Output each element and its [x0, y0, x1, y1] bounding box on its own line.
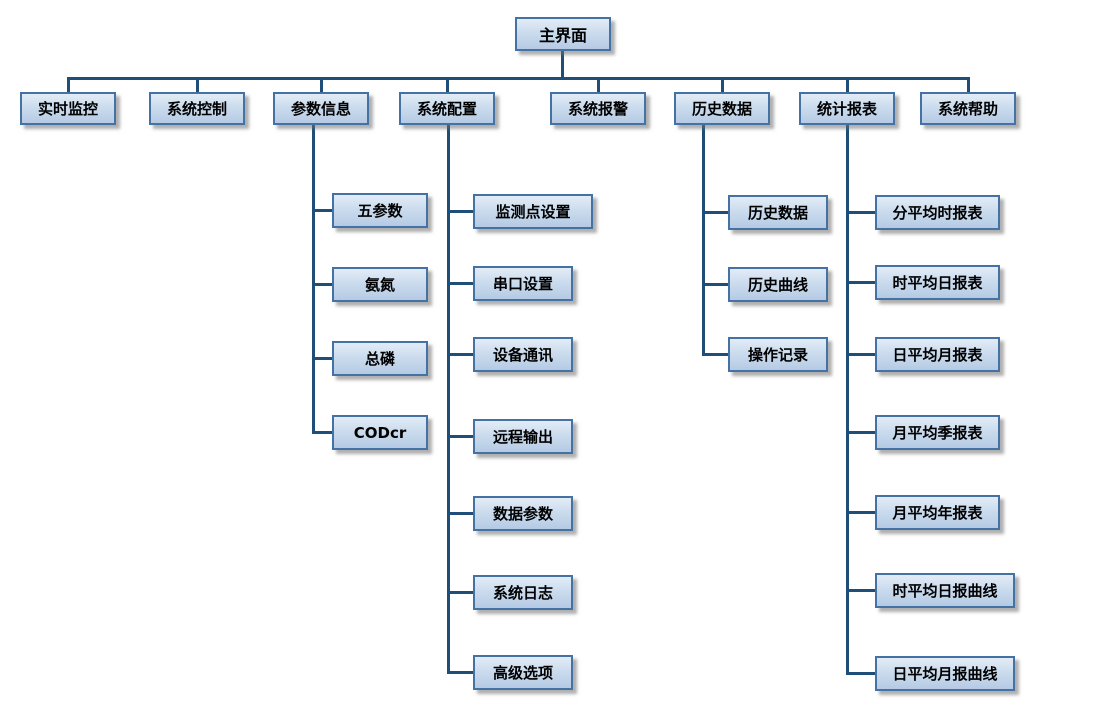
node-remote-output: 远程输出 — [473, 419, 573, 454]
connector-stub — [846, 511, 876, 514]
node-device-communication: 设备通讯 — [473, 337, 573, 372]
node-system-config: 系统配置 — [399, 92, 495, 125]
connector-stub — [447, 512, 474, 515]
node-main-interface: 主界面 — [515, 17, 611, 51]
node-serial-port-settings: 串口设置 — [473, 266, 573, 301]
node-history-data-sub: 历史数据 — [728, 195, 828, 230]
connector-drop-help — [967, 77, 970, 92]
node-codcr: CODcr — [332, 415, 428, 450]
connector-drop-report — [846, 77, 849, 92]
node-parameter-info: 参数信息 — [273, 92, 369, 125]
node-system-control: 系统控制 — [149, 92, 245, 125]
node-system-alarm: 系统报警 — [550, 92, 646, 125]
node-history-data: 历史数据 — [674, 92, 770, 125]
connector-stub — [846, 211, 876, 214]
connector-stub — [846, 589, 876, 592]
connector-trunk — [68, 77, 970, 80]
node-day-avg-monthly-report: 日平均月报表 — [875, 337, 1000, 372]
connector-branch-config — [447, 125, 450, 674]
node-month-avg-yearly-report: 月平均年报表 — [875, 495, 1000, 530]
connector-drop-parameter — [320, 77, 323, 92]
connector-drop-realtime — [67, 77, 70, 92]
connector-stub — [447, 353, 474, 356]
connector-drop-alarm — [597, 77, 600, 92]
connector-stub — [702, 211, 729, 214]
connector-stub — [846, 672, 876, 675]
connector-drop-control — [196, 77, 199, 92]
node-hour-avg-daily-curve: 时平均日报曲线 — [875, 573, 1015, 608]
connector-stub — [312, 357, 333, 360]
connector-stub — [846, 353, 876, 356]
connector-stub — [447, 282, 474, 285]
node-minute-avg-hourly-report: 分平均时报表 — [875, 195, 1000, 230]
node-statistics-report: 统计报表 — [799, 92, 895, 125]
connector-stub — [312, 209, 333, 212]
connector-stub — [447, 435, 474, 438]
connector-branch-history — [702, 125, 705, 356]
node-day-avg-monthly-curve: 日平均月报曲线 — [875, 656, 1015, 691]
connector-stub — [846, 281, 876, 284]
connector-drop-config — [446, 77, 449, 92]
node-monitoring-point-settings: 监测点设置 — [473, 194, 593, 229]
node-ammonia-nitrogen: 氨氮 — [332, 267, 428, 302]
connector-branch-report — [846, 125, 849, 675]
connector-drop-history — [721, 77, 724, 92]
connector-stub — [702, 353, 729, 356]
node-hour-avg-daily-report: 时平均日报表 — [875, 265, 1000, 300]
connector-stub — [447, 210, 474, 213]
node-five-params: 五参数 — [332, 193, 428, 228]
connector-stub — [312, 283, 333, 286]
connector-stub — [702, 283, 729, 286]
node-system-help: 系统帮助 — [920, 92, 1016, 125]
node-data-parameters: 数据参数 — [473, 496, 573, 531]
node-advanced-options: 高级选项 — [473, 655, 573, 690]
connector-branch-parameter — [312, 125, 315, 434]
node-system-log: 系统日志 — [473, 575, 573, 610]
connector-stub — [447, 591, 474, 594]
connector-stub — [312, 431, 333, 434]
node-realtime-monitoring: 实时监控 — [20, 92, 116, 125]
node-total-phosphorus: 总磷 — [332, 341, 428, 376]
connector-root-drop — [561, 51, 564, 77]
connector-stub — [846, 431, 876, 434]
node-history-curve: 历史曲线 — [728, 267, 828, 302]
node-month-avg-quarterly-report: 月平均季报表 — [875, 415, 1000, 450]
node-operation-record: 操作记录 — [728, 337, 828, 372]
connector-stub — [447, 671, 474, 674]
